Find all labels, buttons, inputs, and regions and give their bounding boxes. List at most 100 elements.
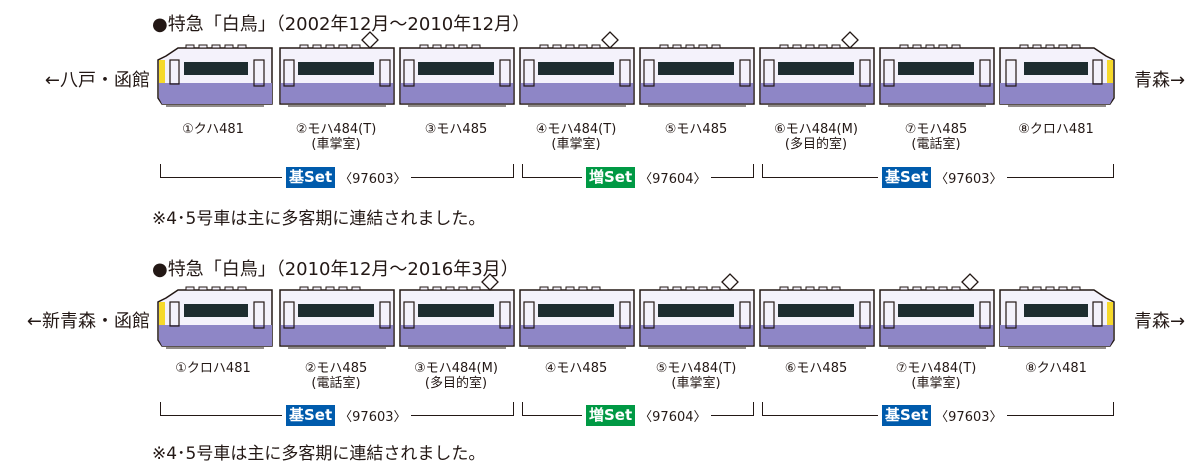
car-label-2: ②モハ485(電話室) (304, 361, 368, 391)
add-set-badge: 増Set (586, 404, 636, 426)
car-label-3: ③モハ485 (424, 122, 488, 137)
car-door (283, 59, 295, 87)
car-stripe (640, 325, 754, 346)
train-car (879, 44, 995, 107)
roof-vent (185, 44, 195, 49)
car-stripe (1000, 325, 1113, 346)
car-door (169, 59, 180, 85)
car-door (403, 59, 415, 87)
set-number: 〈97603〉 (339, 409, 407, 425)
roof-vent (805, 286, 815, 291)
train-car (639, 44, 755, 107)
section-title: ●特急「白鳥」（2010年12月～2016年3月） (152, 259, 519, 280)
car-door (253, 59, 265, 87)
car-window (298, 62, 374, 75)
roof-vent (1032, 44, 1042, 49)
car-door (283, 301, 295, 329)
car-door (883, 59, 895, 87)
roof-vent (831, 44, 841, 49)
roof-vent (591, 44, 601, 49)
car-door (499, 301, 511, 329)
roof-vent (432, 44, 442, 49)
car-window (898, 62, 974, 75)
roof-vent (565, 286, 575, 291)
pantograph (361, 31, 379, 49)
roof-vent (312, 286, 322, 291)
set-tag-base: 基Set〈97603〉 (878, 404, 1007, 426)
roof-vent (912, 44, 922, 49)
roof-vent (1058, 44, 1068, 49)
car-label-3: ③モハ484(M)(多目的室) (414, 361, 498, 391)
car-window (778, 304, 854, 317)
car-stripe (880, 325, 994, 346)
train-car (399, 273, 515, 349)
train-car (759, 286, 875, 349)
car-door (619, 301, 631, 329)
roof-vent (951, 44, 961, 49)
roof-vent (299, 44, 309, 49)
roof-vent (831, 286, 841, 291)
roof-vent (419, 286, 429, 291)
add-set-badge: 増Set (586, 166, 636, 188)
train-car (279, 286, 395, 349)
roof-vent (539, 44, 549, 49)
right-destination: 青森→ (1134, 70, 1186, 91)
roof-vent (458, 44, 468, 49)
car-stripe (760, 83, 874, 104)
roof-vent (912, 286, 922, 291)
roof-vent (792, 44, 802, 49)
roof-vent (312, 44, 322, 49)
car-window (418, 62, 494, 75)
car-label-6: ⑥モハ484(M)(多目的室) (774, 122, 858, 152)
nose-marking (159, 60, 165, 83)
car-door (523, 301, 535, 329)
car-window (1024, 62, 1088, 75)
roof-vent (1045, 286, 1055, 291)
roof-vent (1071, 44, 1081, 49)
car-door (643, 59, 655, 87)
roof-vent (237, 44, 247, 49)
roof-vent (565, 44, 575, 49)
roof-vent (445, 286, 455, 291)
set-tag-add: 増Set〈97604〉 (582, 166, 711, 188)
roof-vent (685, 44, 695, 49)
roof-vent (539, 286, 549, 291)
roof-vent (711, 44, 721, 49)
car-label-8: ⑧クロハ481 (1018, 122, 1094, 137)
car-door (739, 59, 751, 87)
roof-vent (899, 286, 909, 291)
car-label-7: ⑦モハ484(T)(車掌室) (895, 361, 977, 391)
car-door (763, 59, 775, 87)
roof-vent (685, 286, 695, 291)
roof-vent (419, 44, 429, 49)
pantograph (841, 31, 859, 49)
car-stripe (520, 83, 634, 104)
nose-marking (1107, 302, 1113, 325)
nose-marking (159, 302, 165, 325)
car-door (1092, 59, 1103, 85)
roof-vent (578, 44, 588, 49)
car-label-4: ④モハ485 (544, 361, 608, 376)
formation-section-2: ●特急「白鳥」（2010年12月～2016年3月） ←新青森・函館 青森→ ①ク… (0, 235, 1200, 470)
car-door (1092, 301, 1103, 327)
section-note: ※4･5号車は主に多客期に連結されました。 (152, 209, 486, 229)
car-window (538, 62, 614, 75)
roof-vent (1032, 286, 1042, 291)
set-number: 〈97604〉 (639, 171, 707, 187)
roof-vent (552, 286, 562, 291)
roof-vent (1058, 286, 1068, 291)
roof-vent (351, 44, 361, 49)
roof-vent (938, 44, 948, 49)
formation-section-1: ●特急「白鳥」（2002年12月～2010年12月） ←八戸・函館 青森→ ①ク… (45, 14, 1186, 229)
roof-vent (1019, 286, 1029, 291)
base-set-badge: 基Set (882, 166, 932, 188)
car-window (658, 304, 734, 317)
train-car (999, 286, 1115, 349)
car-stripe (280, 325, 394, 346)
car-window (538, 304, 614, 317)
set-tag-base: 基Set〈97603〉 (878, 166, 1007, 188)
car-window (658, 62, 734, 75)
car-stripe (400, 325, 514, 346)
roof-vent (899, 44, 909, 49)
car-stripe (159, 83, 272, 104)
